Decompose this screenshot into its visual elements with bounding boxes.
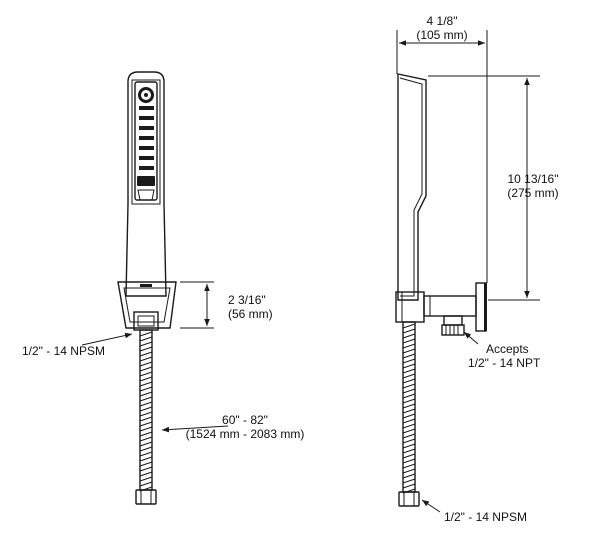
depth-label: 4 1/8" [426, 14, 458, 28]
inlet-thread-label: 1/2" - 14 NPSM [22, 344, 105, 358]
hand-shower-front-view [117, 71, 177, 331]
hose-right [398, 321, 420, 507]
hose-thread-leader [421, 499, 441, 513]
accepts-label: Accepts [486, 342, 529, 356]
holder-height-metric: (56 mm) [228, 307, 273, 321]
hose-length-metric: (1524 mm - 2083 mm) [185, 427, 305, 441]
accepts-thread-label: 1/2" - 14 NPT [468, 356, 541, 370]
holder-height-dimension [180, 281, 214, 329]
height-dimension [428, 75, 540, 301]
depth-metric: (105 mm) [416, 28, 468, 42]
spray-nozzle-icon [138, 87, 154, 103]
depth-dimension [396, 30, 488, 283]
height-metric: (275 mm) [507, 186, 559, 200]
hand-shower-side-view [395, 73, 487, 336]
height-label: 10 13/16" [507, 172, 559, 186]
inlet-leader [81, 332, 133, 346]
hose-left [135, 329, 157, 505]
hose-thread-label: 1/2" - 14 NPSM [444, 510, 527, 524]
accepts-leader [463, 331, 479, 345]
hose-length-leader [161, 425, 229, 433]
hose-length-label: 60" - 82" [222, 413, 268, 427]
holder-height-label: 2 3/16" [228, 293, 266, 307]
outlet-thread-icon [441, 324, 465, 336]
